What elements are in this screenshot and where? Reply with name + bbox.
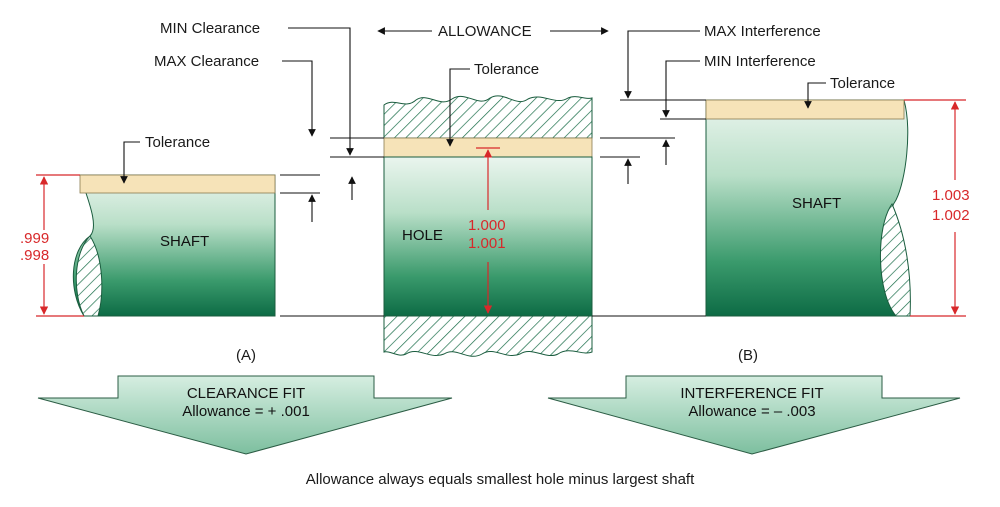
tag-a: (A) [236,347,256,364]
clearance-fit-allowance: Allowance = + .001 [182,403,310,420]
right-dim-min: 1.002 [932,207,970,224]
hole-tolerance-callout: Tolerance [446,61,539,147]
max-interference-callout: MAX Interference [624,23,821,99]
left-dimension: .999 .998 [20,174,84,317]
tick-arrows [308,139,670,222]
max-clearance-callout: MAX Clearance [154,53,316,137]
left-dim-min: .998 [20,247,49,264]
min-clearance-callout: MIN Clearance [160,20,354,156]
max-clearance-label: MAX Clearance [154,53,259,70]
clearance-fit-arrow: CLEARANCE FIT Allowance = + .001 [37,375,453,455]
allowance-header: ALLOWANCE [377,23,609,40]
hole-dim-min: 1.000 [468,217,506,234]
left-tolerance-callout: Tolerance [120,134,210,184]
right-dimension: 1.003 1.002 [904,99,970,317]
extension-lines [280,99,706,317]
min-interference-label: MIN Interference [704,53,816,70]
interference-fit-allowance: Allowance = – .003 [688,403,815,420]
caption: Allowance always equals smallest hole mi… [306,471,695,488]
right-tolerance-band [705,99,905,120]
left-shaft-label: SHAFT [160,233,209,250]
hole-tolerance-label: Tolerance [474,61,539,78]
max-interference-label: MAX Interference [704,23,821,40]
allowance-label: ALLOWANCE [438,23,532,40]
left-shaft: SHAFT [72,174,276,317]
right-shaft-label: SHAFT [792,195,841,212]
right-shaft: SHAFT [705,99,911,317]
hole-label: HOLE [402,227,443,244]
min-interference-callout: MIN Interference [662,53,816,118]
hole-dim-max: 1.001 [468,235,506,252]
right-tolerance-callout: Tolerance [804,75,895,109]
min-clearance-label: MIN Clearance [160,20,260,37]
left-tolerance-label: Tolerance [145,134,210,151]
clearance-fit-title: CLEARANCE FIT [187,385,305,402]
hole-top-hatch [383,95,593,139]
left-dim-max: .999 [20,230,49,247]
right-break-hatch [880,202,911,317]
interference-fit-arrow: INTERFERENCE FIT Allowance = – .003 [547,375,961,455]
hole-dimension: 1.000 1.001 [468,147,506,314]
interference-fit-title: INTERFERENCE FIT [680,385,823,402]
tag-b: (B) [738,347,758,364]
left-tolerance-band [79,174,276,194]
left-break-hatch [75,235,103,317]
right-tolerance-label: Tolerance [830,75,895,92]
right-dim-max: 1.003 [932,187,970,204]
hole-bottom-hatch [383,315,593,357]
